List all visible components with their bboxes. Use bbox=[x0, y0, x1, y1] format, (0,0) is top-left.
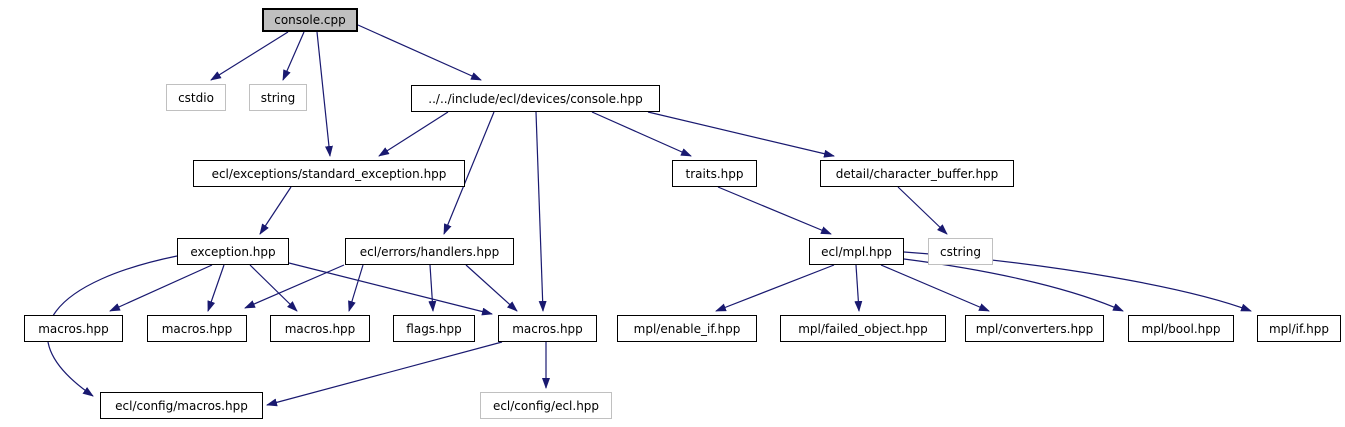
include-edge-console_hpp-to-std_exception bbox=[378, 111, 449, 157]
include-edge-char_buffer-to-cstring bbox=[897, 186, 948, 235]
include-edge-std_exception-to-exception bbox=[259, 186, 292, 235]
graph-node-macros1[interactable]: macros.hpp bbox=[24, 315, 123, 342]
include-edge-exception-to-macros3 bbox=[249, 264, 298, 312]
graph-node-std_exception[interactable]: ecl/exceptions/standard_exception.hpp bbox=[193, 160, 465, 187]
graph-node-converters[interactable]: mpl/converters.hpp bbox=[965, 315, 1104, 342]
graph-node-mpl[interactable]: ecl/mpl.hpp bbox=[809, 238, 904, 265]
graph-node-label: ecl/exceptions/standard_exception.hpp bbox=[211, 166, 447, 181]
graph-node-label: cstdio bbox=[178, 90, 214, 105]
graph-node-label: macros.hpp bbox=[512, 321, 583, 336]
include-edge-console_cpp-to-cstdio bbox=[210, 31, 289, 81]
include-edge-exception-to-cfg_macros bbox=[46, 255, 178, 397]
include-edge-traits-to-mpl bbox=[717, 186, 832, 235]
graph-node-cstdio: cstdio bbox=[166, 84, 226, 111]
graph-node-label: exception.hpp bbox=[190, 244, 276, 259]
include-edge-mpl-to-failed_object bbox=[854, 264, 863, 312]
include-edge-console_cpp-to-std_exception bbox=[316, 31, 333, 157]
graph-node-macros5[interactable]: macros.hpp bbox=[498, 315, 597, 342]
include-edge-console_hpp-to-traits bbox=[591, 111, 692, 157]
graph-node-if_hpp[interactable]: mpl/if.hpp bbox=[1257, 315, 1341, 342]
include-edge-handlers-to-macros5 bbox=[465, 264, 518, 312]
graph-node-console_hpp[interactable]: ../../include/ecl/devices/console.hpp bbox=[411, 85, 660, 112]
graph-node-cfg_ecl: ecl/config/ecl.hpp bbox=[480, 392, 612, 419]
graph-node-label: ecl/config/ecl.hpp bbox=[492, 398, 600, 413]
graph-node-console_cpp[interactable]: console.cpp bbox=[262, 8, 358, 32]
include-edge-exception-to-macros1 bbox=[109, 264, 213, 312]
graph-node-label: detail/character_buffer.hpp bbox=[835, 166, 999, 181]
graph-node-label: mpl/failed_object.hpp bbox=[798, 321, 928, 336]
graph-node-exception[interactable]: exception.hpp bbox=[177, 238, 289, 265]
graph-node-label: ecl/mpl.hpp bbox=[821, 244, 892, 259]
include-edge-handlers-to-macros3 bbox=[348, 264, 364, 312]
include-edge-handlers-to-flags bbox=[428, 264, 437, 312]
graph-node-label: ecl/errors/handlers.hpp bbox=[359, 244, 500, 259]
graph-node-macros3[interactable]: macros.hpp bbox=[270, 315, 370, 342]
graph-node-label: console.cpp bbox=[274, 13, 346, 27]
include-edge-mpl-to-bool_hpp bbox=[903, 258, 1124, 312]
graph-node-label: mpl/enable_if.hpp bbox=[633, 321, 741, 336]
graph-node-label: mpl/converters.hpp bbox=[975, 321, 1094, 336]
graph-node-label: mpl/if.hpp bbox=[1268, 321, 1330, 336]
graph-node-char_buffer[interactable]: detail/character_buffer.hpp bbox=[820, 160, 1014, 187]
include-edge-mpl-to-converters bbox=[880, 264, 990, 312]
graph-node-handlers[interactable]: ecl/errors/handlers.hpp bbox=[345, 238, 514, 265]
include-edge-exception-to-macros5 bbox=[288, 262, 493, 316]
graph-node-cstring: cstring bbox=[928, 238, 993, 265]
include-edge-handlers-to-macros2 bbox=[244, 264, 345, 309]
graph-node-macros2[interactable]: macros.hpp bbox=[147, 315, 247, 342]
include-edge-macros5-to-cfg_macros bbox=[266, 341, 503, 407]
include-edge-console_hpp-to-macros5 bbox=[535, 111, 547, 312]
include-edge-exception-to-macros2 bbox=[207, 264, 225, 312]
graph-node-cfg_macros[interactable]: ecl/config/macros.hpp bbox=[100, 392, 263, 419]
graph-node-bool_hpp[interactable]: mpl/bool.hpp bbox=[1128, 315, 1234, 342]
graph-node-label: macros.hpp bbox=[161, 321, 233, 336]
graph-node-label: ../../include/ecl/devices/console.hpp bbox=[428, 91, 643, 106]
graph-node-label: mpl/bool.hpp bbox=[1141, 321, 1221, 336]
include-edge-console_hpp-to-handlers bbox=[443, 111, 495, 235]
include-edge-console_hpp-to-char_buffer bbox=[647, 111, 835, 158]
graph-node-label: macros.hpp bbox=[38, 321, 109, 336]
include-edge-console_cpp-to-string bbox=[282, 31, 305, 81]
include-edge-mpl-to-enable_if bbox=[715, 264, 835, 312]
graph-node-label: string bbox=[260, 90, 296, 105]
graph-node-string: string bbox=[249, 84, 307, 111]
graph-node-label: macros.hpp bbox=[284, 321, 356, 336]
graph-node-label: traits.hpp bbox=[685, 166, 744, 181]
graph-node-failed_object[interactable]: mpl/failed_object.hpp bbox=[780, 315, 946, 342]
graph-node-traits[interactable]: traits.hpp bbox=[672, 160, 757, 187]
graph-node-label: ecl/config/macros.hpp bbox=[115, 398, 248, 413]
graph-node-flags[interactable]: flags.hpp bbox=[393, 315, 475, 342]
include-edge-console_cpp-to-console_hpp bbox=[357, 24, 482, 81]
graph-node-label: flags.hpp bbox=[406, 321, 462, 336]
graph-node-label: cstring bbox=[939, 244, 982, 259]
graph-node-enable_if[interactable]: mpl/enable_if.hpp bbox=[617, 315, 757, 342]
